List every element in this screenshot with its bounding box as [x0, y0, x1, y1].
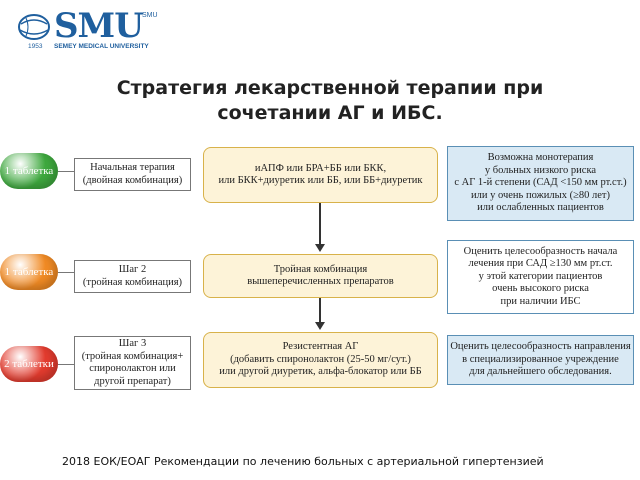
pill-badge-1: 1 таблетка: [0, 153, 58, 189]
logo-year: 1953: [28, 43, 43, 50]
slide-title: Стратегия лекарственной терапии при соче…: [116, 77, 544, 124]
logo-name: SMU: [54, 6, 144, 46]
connector-3: [58, 364, 74, 365]
note-box-2: Оценить целесообразность начала лечения …: [447, 240, 634, 314]
arrow-line-1: [319, 203, 321, 245]
therapy-box-1: иАПФ или БРА+ББ или БКК, или БКК+диурети…: [203, 147, 438, 203]
step-box-3: Шаг 3 (тройная комбинация+ спиронолактон…: [74, 336, 191, 390]
step-box-2: Шаг 2 (тройная комбинация): [74, 260, 191, 293]
connector-2: [58, 272, 74, 273]
logo-tag: SMU: [142, 12, 158, 19]
therapy-box-2: Тройная комбинация вышеперечисленных пре…: [203, 254, 438, 298]
connector-1: [58, 171, 74, 172]
arrow-down-icon: [315, 244, 325, 252]
therapy-box-3: Резистентная АГ (добавить спиронолактон …: [203, 332, 438, 388]
step-box-1: Начальная терапия (двойная комбинация): [74, 158, 191, 191]
pill-badge-2: 1 таблетка: [0, 254, 58, 290]
note-box-1: Возможна монотерапия у больных низкого р…: [447, 146, 634, 221]
arrow-down-icon: [315, 322, 325, 330]
source-citation: 2018 ЕОК/ЕОАГ Рекомендации по лечению бо…: [62, 455, 544, 468]
logo-subtitle: SEMEY MEDICAL UNIVERSITY: [54, 43, 149, 50]
arrow-line-2: [319, 298, 321, 323]
note-box-3: Оценить целесообразность направления в с…: [447, 335, 634, 385]
globe-icon: [18, 14, 50, 40]
pill-badge-3: 2 таблетки: [0, 346, 58, 382]
university-logo: SMU SMU 1953 SEMEY MEDICAL UNIVERSITY: [14, 6, 164, 56]
